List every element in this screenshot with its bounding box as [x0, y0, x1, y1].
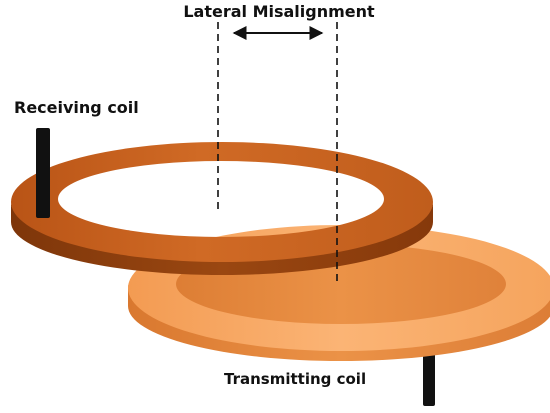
receiving-coil [11, 142, 433, 275]
transmitting-coil-label: Transmitting coil [224, 370, 366, 388]
receiving-coil-top [11, 142, 433, 262]
receiving-coil-label: Receiving coil [14, 98, 139, 117]
transmitting-coil-top [128, 225, 550, 351]
receiving-coil-lead [36, 128, 50, 218]
receiving-coil-side [11, 202, 433, 275]
misalignment-label: Lateral Misalignment [183, 2, 375, 21]
